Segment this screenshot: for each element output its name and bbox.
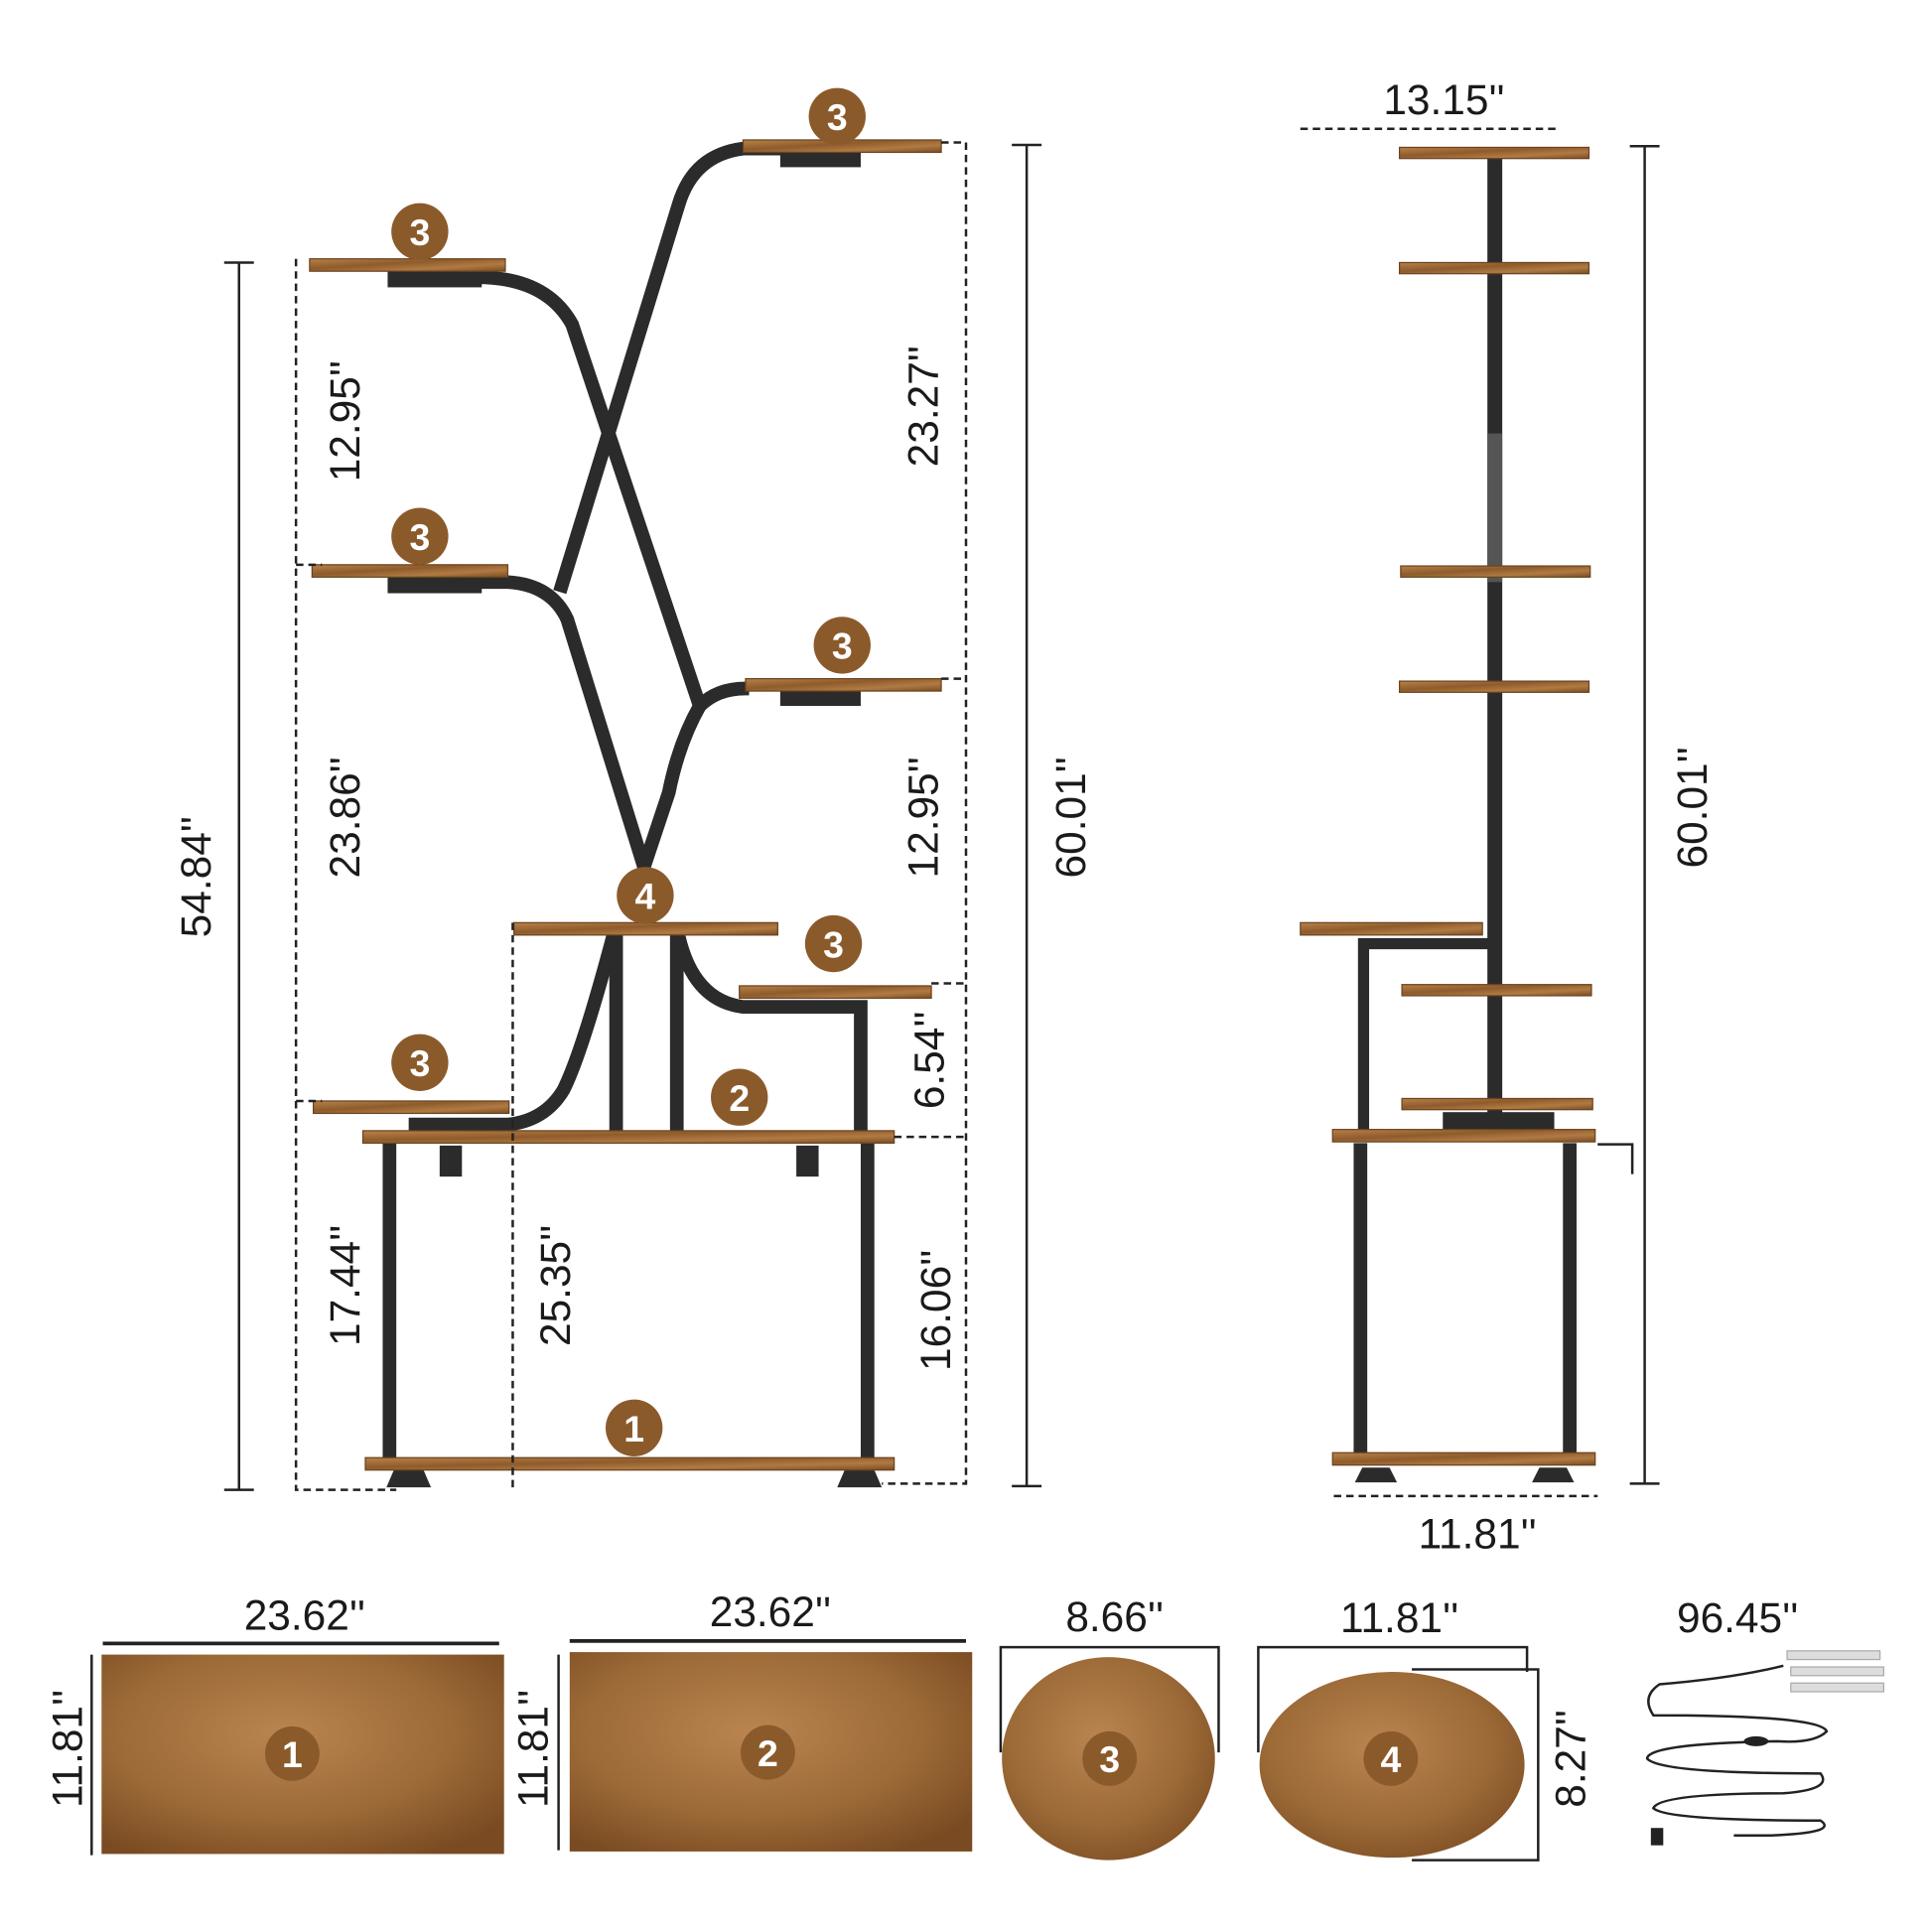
badge: 3 <box>804 914 863 973</box>
side-shelf <box>1401 984 1592 997</box>
svg-text:3: 3 <box>827 96 848 138</box>
side-shelf <box>1398 680 1590 693</box>
dim-oval-width: 11.81'' <box>1340 1594 1458 1641</box>
dim-board1-depth: 11.81'' <box>44 1690 90 1808</box>
shelf-center-oval <box>513 921 779 936</box>
shelf-mid-left <box>311 564 509 578</box>
part-board-2: 2 23.62'' 11.81'' <box>509 1588 973 1852</box>
dim-round-diameter: 8.66'' <box>1065 1593 1164 1640</box>
badge: 3 <box>813 617 871 674</box>
svg-text:3: 3 <box>409 1042 430 1084</box>
part-board-1: 1 23.62'' 11.81'' <box>44 1592 504 1856</box>
dim-total-height: 60.01'' <box>1047 757 1094 878</box>
dim-board2-depth: 11.81'' <box>509 1690 556 1808</box>
badge: 3 <box>808 87 866 145</box>
shelf-lower-left <box>312 1100 510 1115</box>
dim-bottom-right: 16.06'' <box>912 1250 959 1371</box>
dim-center-to-floor: 25.35'' <box>532 1225 579 1346</box>
shelf-middle-board <box>361 1130 896 1145</box>
shelf-bottom-board <box>364 1456 896 1471</box>
svg-text:3: 3 <box>409 211 430 253</box>
side-shelf <box>1331 1129 1596 1143</box>
badge: 3 <box>391 1034 449 1091</box>
front-view: 3 3 3 3 4 3 3 2 1 54.84'' 12.95'' 23.86'… <box>173 87 1094 1491</box>
dim-lower-left: 17.44'' <box>322 1225 368 1346</box>
dim-led-length: 96.45'' <box>1677 1594 1798 1641</box>
svg-text:4: 4 <box>1380 1738 1401 1780</box>
dimension-lines <box>223 141 1042 1491</box>
part-oval-shelf-4: 4 11.81'' 8.27'' <box>1257 1594 1594 1862</box>
side-shelf <box>1398 261 1590 275</box>
dim-side-base-depth: 11.81'' <box>1419 1510 1537 1557</box>
badge: 3 <box>391 203 449 260</box>
part-round-shelf-3: 3 8.66'' <box>999 1593 1220 1861</box>
svg-text:2: 2 <box>729 1077 750 1119</box>
svg-text:4: 4 <box>635 876 656 917</box>
dim-lower-gap-right: 6.54'' <box>906 1011 953 1109</box>
svg-text:1: 1 <box>623 1408 644 1449</box>
badge: 2 <box>711 1068 768 1126</box>
svg-text:3: 3 <box>1099 1738 1120 1780</box>
dim-top-gap-right: 23.27'' <box>899 345 946 467</box>
dim-oval-depth: 8.27'' <box>1548 1710 1594 1808</box>
svg-text:2: 2 <box>758 1732 778 1774</box>
side-shelf <box>1400 565 1591 578</box>
dim-upper-gap-left: 12.95'' <box>322 360 368 482</box>
side-view: 13.15'' 60.01'' 11.81'' <box>1300 76 1716 1557</box>
svg-text:1: 1 <box>282 1733 303 1775</box>
svg-text:3: 3 <box>832 625 853 667</box>
badge: 1 <box>605 1399 663 1456</box>
side-shelf <box>1300 921 1483 936</box>
led-grow-light: 96.45'' <box>1645 1594 1884 1846</box>
dim-board2-width: 23.62'' <box>710 1588 831 1635</box>
dim-total-height-left: 54.84'' <box>173 816 219 937</box>
dim-side-top-width: 13.15'' <box>1383 76 1504 123</box>
shelf-lower-right <box>739 985 932 1000</box>
side-shelf <box>1398 146 1590 160</box>
side-shelf <box>1331 1451 1596 1466</box>
svg-text:3: 3 <box>823 923 844 965</box>
side-shelf <box>1401 1097 1593 1111</box>
badge: 3 <box>391 507 449 565</box>
shelf-upper-left <box>309 258 506 272</box>
dim-side-height: 60.01'' <box>1669 747 1716 868</box>
shelf-mid-right <box>745 677 942 692</box>
dim-middle-gap-right: 12.95'' <box>899 757 946 878</box>
dim-board1-width: 23.62'' <box>244 1592 365 1639</box>
badge: 4 <box>617 867 674 924</box>
dim-middle-gap-left: 23.86'' <box>322 757 368 878</box>
metal-frame <box>382 141 883 1488</box>
svg-text:3: 3 <box>409 516 430 558</box>
